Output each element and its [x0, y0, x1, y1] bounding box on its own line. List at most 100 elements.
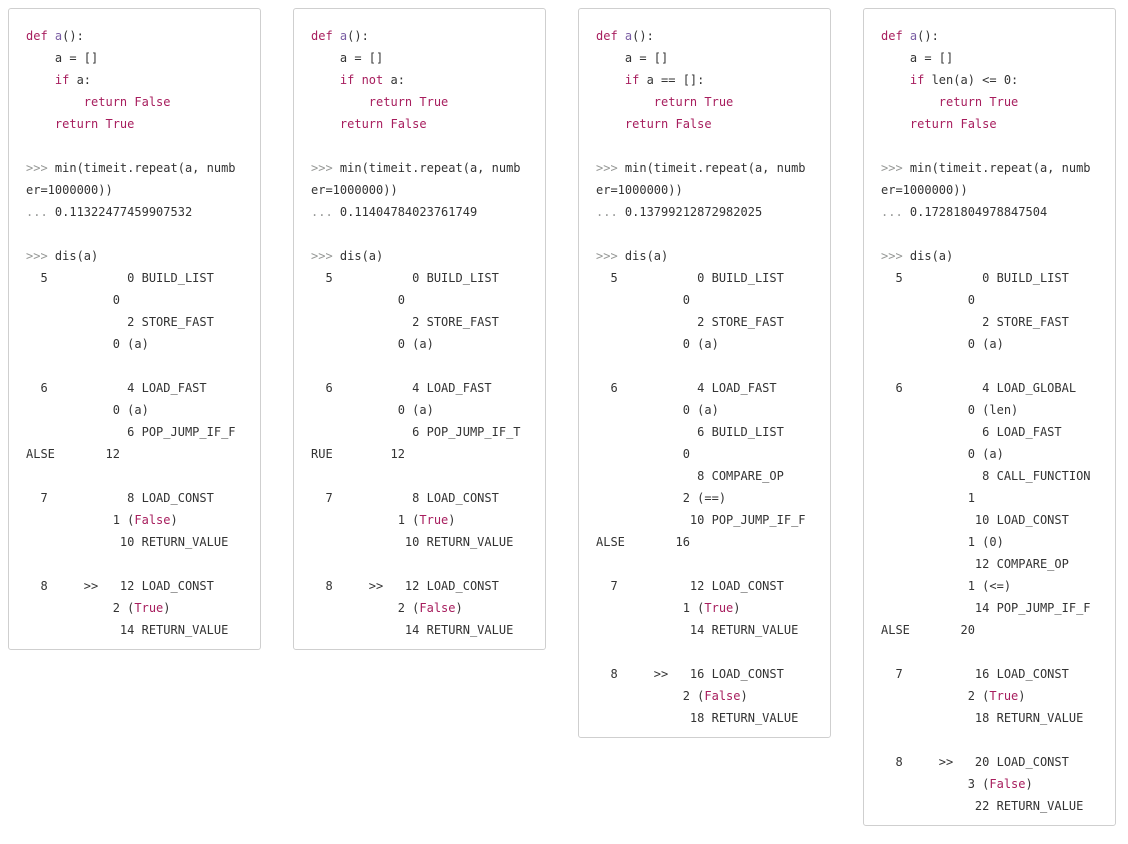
code-line: 2 STORE_FAST — [881, 311, 1115, 333]
code-token — [26, 117, 55, 131]
keyword-token: return True — [938, 95, 1019, 109]
code-line: 22 RETURN_VALUE — [881, 795, 1115, 817]
code-line: 6 BUILD_LIST — [596, 421, 830, 443]
code-token: 8 >> 12 LOAD_CONST — [26, 579, 214, 593]
code-token: 0 — [26, 293, 120, 307]
code-line: 0 (a) — [311, 399, 545, 421]
code-line: 1 (False) — [26, 509, 260, 531]
code-line: 6 4 LOAD_FAST — [596, 377, 830, 399]
function-name-token: a — [909, 29, 918, 43]
code-line: return True — [881, 91, 1115, 113]
code-token: er=1000000)) — [881, 183, 968, 197]
code-token — [333, 29, 340, 43]
prompt-token: ... — [881, 205, 903, 219]
code-line: 7 8 LOAD_CONST — [26, 487, 260, 509]
prompt-token: >>> — [881, 249, 903, 263]
code-line: 2 STORE_FAST — [311, 311, 545, 333]
keyword-token: False — [989, 777, 1026, 791]
code-line: def a(): — [881, 25, 1115, 47]
code-token: 8 >> 20 LOAD_CONST — [881, 755, 1069, 769]
code-token — [311, 117, 340, 131]
code-line: 0 (a) — [26, 399, 260, 421]
code-token: a == []: — [639, 73, 705, 87]
code-block: def a(): a = [] if a: return False retur… — [26, 25, 260, 641]
code-line: return False — [311, 113, 545, 135]
keyword-token: return False — [339, 117, 427, 131]
code-line: 0 — [596, 443, 830, 465]
code-token: 10 RETURN_VALUE — [26, 535, 229, 549]
code-token: 8 COMPARE_OP — [596, 469, 784, 483]
code-line: 0 (a) — [311, 333, 545, 355]
keyword-token: def — [881, 29, 903, 43]
code-line: 2 (True) — [881, 685, 1115, 707]
code-token — [311, 73, 340, 87]
code-line — [596, 641, 830, 663]
code-line — [596, 553, 830, 575]
code-token: 2 ( — [596, 689, 705, 703]
code-line — [311, 355, 545, 377]
code-token: ALSE 12 — [26, 447, 120, 461]
code-token: 14 RETURN_VALUE — [596, 623, 799, 637]
code-line: 8 >> 16 LOAD_CONST — [596, 663, 830, 685]
code-token: 5 0 BUILD_LIST — [26, 271, 214, 285]
code-line: >>> min(timeit.repeat(a, numb — [26, 157, 260, 179]
code-token: 18 RETURN_VALUE — [881, 711, 1084, 725]
code-line: >>> dis(a) — [881, 245, 1115, 267]
code-token: ) — [1018, 689, 1026, 703]
code-line: a = [] — [26, 47, 260, 69]
code-token: 6 4 LOAD_FAST — [596, 381, 777, 395]
code-token: 10 RETURN_VALUE — [311, 535, 514, 549]
keyword-token: if — [909, 73, 925, 87]
code-line: 10 RETURN_VALUE — [311, 531, 545, 553]
keyword-token: return True — [653, 95, 734, 109]
function-name-token: a — [54, 29, 63, 43]
keyword-token: if — [54, 73, 70, 87]
code-token: ALSE 20 — [881, 623, 975, 637]
code-token: 2 ( — [881, 689, 990, 703]
code-token: 0 — [596, 447, 690, 461]
code-token: 1 ( — [26, 513, 135, 527]
code-token: er=1000000)) — [311, 183, 398, 197]
code-block: def a(): a = [] if not a: return True re… — [311, 25, 545, 641]
code-line: a = [] — [881, 47, 1115, 69]
function-name-token: a — [624, 29, 633, 43]
code-line: if a == []: — [596, 69, 830, 91]
code-token — [881, 73, 910, 87]
keyword-token: return True — [368, 95, 449, 109]
code-token: dis(a) — [332, 249, 384, 263]
code-token — [26, 95, 84, 109]
code-token: 2 STORE_FAST — [596, 315, 784, 329]
code-token: 0 (len) — [881, 403, 1019, 417]
code-line — [311, 223, 545, 245]
code-token: 7 16 LOAD_CONST — [881, 667, 1069, 681]
code-line: 10 LOAD_CONST — [881, 509, 1115, 531]
code-line: ALSE 12 — [26, 443, 260, 465]
code-token: 14 RETURN_VALUE — [26, 623, 229, 637]
code-token: 0 — [311, 293, 405, 307]
code-token: RUE 12 — [311, 447, 405, 461]
code-line: 3 (False) — [881, 773, 1115, 795]
code-panel-if-a: def a(): a = [] if a: return False retur… — [8, 8, 261, 650]
code-token: 0.11404784023761749 — [332, 205, 478, 219]
code-line — [596, 223, 830, 245]
code-line: return True — [596, 91, 830, 113]
code-token: 0 (a) — [26, 337, 149, 351]
code-line: 14 RETURN_VALUE — [311, 619, 545, 641]
code-line: 0 (a) — [26, 333, 260, 355]
code-panel-eq-empty-list: def a(): a = [] if a == []: return True … — [578, 8, 831, 738]
code-token: 5 0 BUILD_LIST — [881, 271, 1069, 285]
code-line: 0 — [881, 289, 1115, 311]
code-line — [311, 135, 545, 157]
code-line: 6 POP_JUMP_IF_T — [311, 421, 545, 443]
code-line: return True — [311, 91, 545, 113]
code-line: a = [] — [596, 47, 830, 69]
keyword-token: return True — [54, 117, 135, 131]
code-line: 14 POP_JUMP_IF_F — [881, 597, 1115, 619]
code-token: 10 POP_JUMP_IF_F — [596, 513, 806, 527]
code-token: (): — [917, 29, 939, 43]
code-line: 5 0 BUILD_LIST — [311, 267, 545, 289]
prompt-token: ... — [311, 205, 333, 219]
code-line — [26, 355, 260, 377]
code-token: 2 ( — [26, 601, 135, 615]
code-token: 22 RETURN_VALUE — [881, 799, 1084, 813]
